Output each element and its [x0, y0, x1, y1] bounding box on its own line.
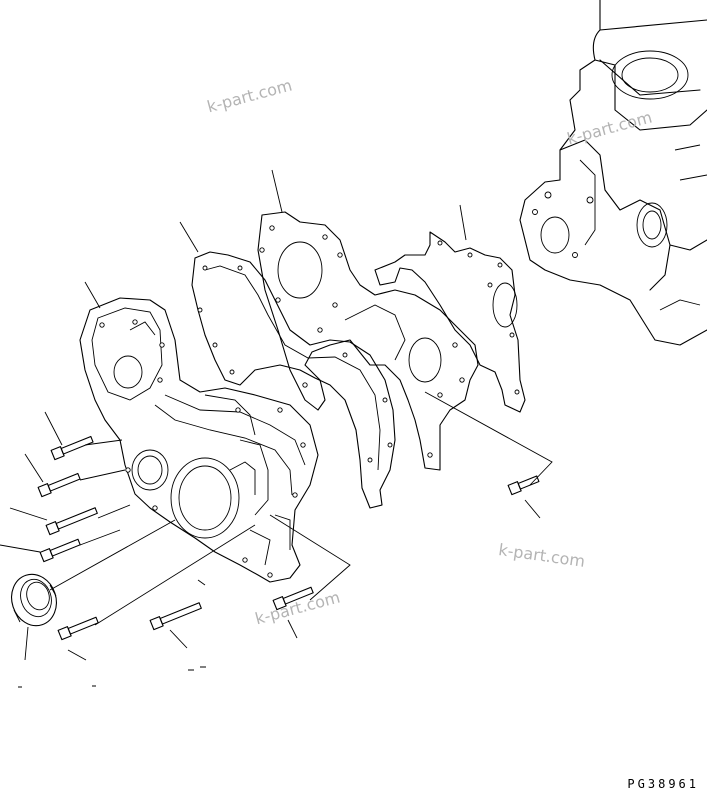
leader-lines: [0, 169, 553, 661]
gasket-middle: [191, 251, 396, 509]
bolt-4: [39, 538, 81, 563]
engine-block: [519, 0, 707, 346]
bolt-7: [272, 586, 314, 611]
gasket-right: [374, 231, 526, 413]
bolt-1: [50, 435, 94, 461]
front-cover: [79, 297, 319, 583]
drawing-code: PG38961: [627, 777, 699, 791]
bolt-2: [37, 472, 81, 498]
oil-seal: [11, 573, 57, 627]
bolt-8: [507, 475, 540, 496]
bolt-6: [149, 602, 202, 631]
front-plate: [257, 211, 479, 471]
bolt-5: [57, 616, 99, 641]
bolt-3: [45, 507, 98, 536]
bolts: [37, 435, 540, 641]
partial-label-marks: [18, 666, 206, 688]
